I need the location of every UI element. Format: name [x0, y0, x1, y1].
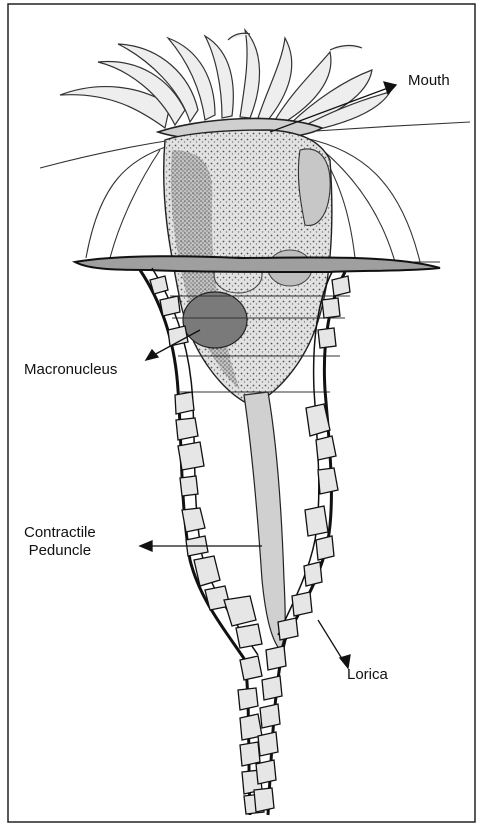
membranelles [60, 30, 390, 132]
lorica-arrow [318, 620, 344, 662]
label-mouth: Mouth [408, 72, 450, 90]
peduncle-arrowhead [140, 541, 152, 551]
label-lorica: Lorica [347, 666, 388, 684]
label-contractile-peduncle: Contractile Peduncle [24, 524, 96, 560]
lorica-collar [75, 256, 440, 272]
label-peduncle-line1: Contractile [24, 524, 96, 542]
label-peduncle-line2: Peduncle [24, 542, 96, 560]
mouth-arrowhead [384, 82, 396, 94]
macronucleus-arrowhead [146, 350, 158, 360]
label-macronucleus: Macronucleus [24, 361, 117, 379]
